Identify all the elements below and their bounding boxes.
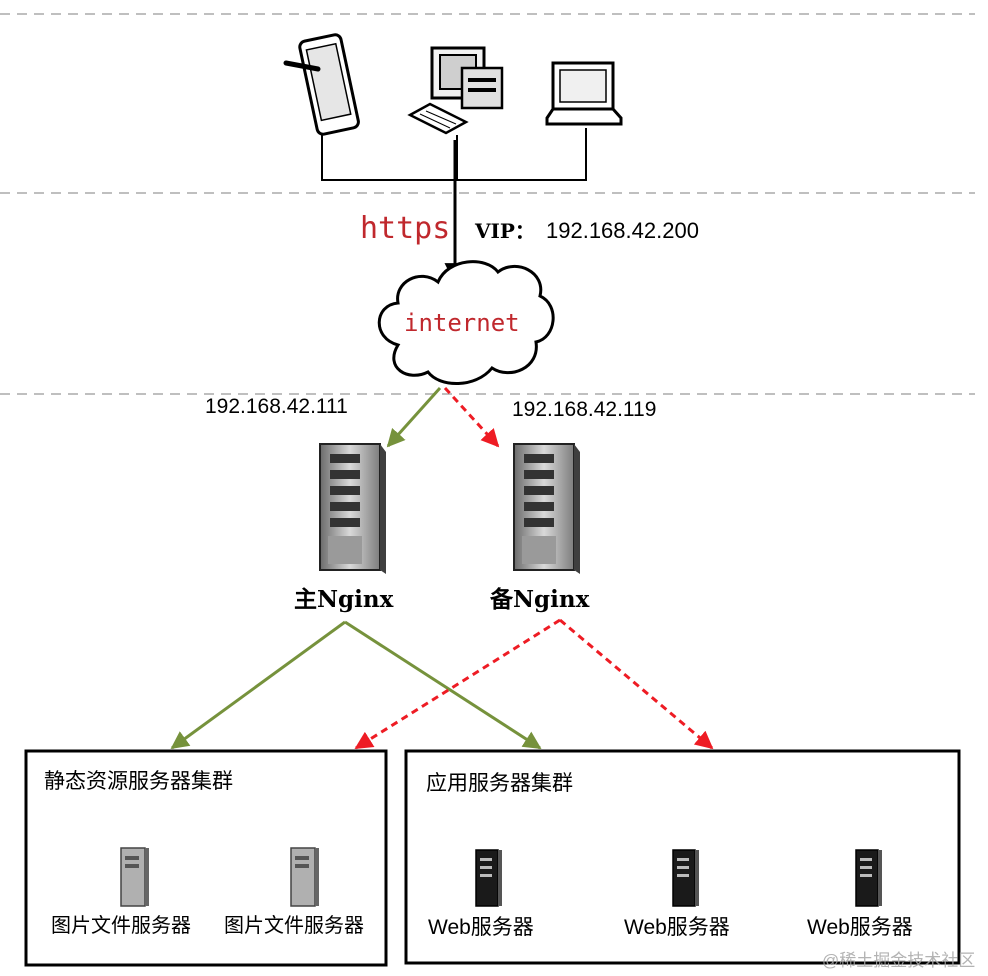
backup-to-app-arrow (559, 618, 714, 750)
laptop-icon (545, 61, 623, 126)
master-ip: 192.168.42.111 (205, 395, 348, 418)
vip-address: 192.168.42.200 (546, 218, 699, 243)
internet-to-backup-arrow (443, 386, 500, 448)
master-server-icon (319, 443, 386, 574)
desktop-computer-icon (407, 46, 504, 135)
backup-label: 备Nginx (489, 586, 590, 613)
static-cluster-title: 静态资源服务器集群 (44, 770, 233, 793)
web-server-icon (855, 849, 882, 907)
web-server-icon (672, 849, 699, 907)
internet-label: internet (404, 309, 520, 337)
backup-to-static-arrow (354, 618, 561, 750)
protocol-label: https (360, 211, 450, 246)
vip-label: VIP： (474, 219, 535, 243)
master-label: 主Nginx (294, 586, 394, 613)
backup-server-icon (513, 443, 580, 574)
static-server-label: 图片文件服务器 (224, 914, 364, 937)
backup-ip: 192.168.42.119 (512, 398, 656, 421)
app-cluster-title: 应用服务器集群 (426, 772, 573, 795)
watermark: @稀土掘金技术社区 (822, 951, 975, 970)
web-server-label: Web服务器 (807, 916, 913, 939)
web-server-label: Web服务器 (624, 916, 730, 939)
static-server-icon (290, 847, 319, 907)
internet-cloud: internet (377, 260, 555, 385)
tablet-icon (283, 33, 360, 136)
static-server-label: 图片文件服务器 (51, 914, 191, 937)
static-cluster-box (24, 749, 388, 967)
web-server-label: Web服务器 (428, 916, 534, 939)
internet-to-master-arrow (386, 386, 442, 448)
master-to-app-arrow (344, 620, 542, 750)
master-to-static-arrow (170, 620, 346, 750)
web-server-icon (475, 849, 502, 907)
static-server-icon (120, 847, 149, 907)
